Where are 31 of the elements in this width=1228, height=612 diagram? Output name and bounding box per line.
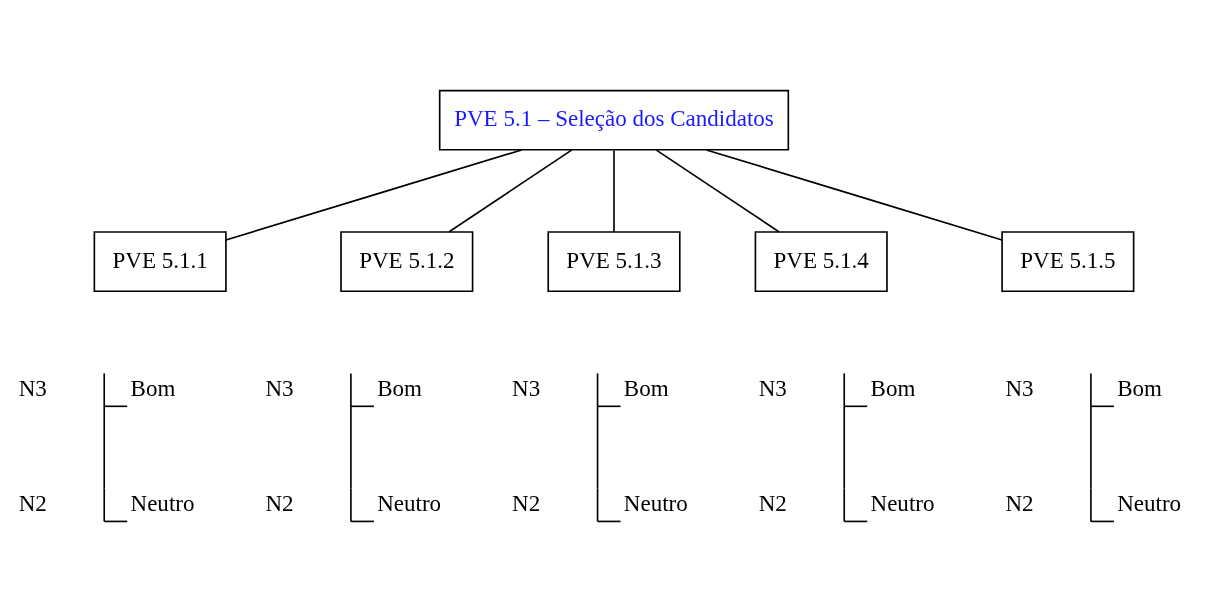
label: N3 [1005,374,1034,401]
label: Neutro [1117,490,1182,517]
label: Neutro [377,490,442,517]
connector [613,149,615,233]
label: Bom [1117,374,1162,401]
node-box: PVE 5.1.1 [93,231,227,292]
connector [705,149,1003,241]
label: N3 [265,374,294,401]
node-box: PVE 5.1.2 [340,231,474,292]
node-box: PVE 5.1 – Seleção dos Candidatos [438,89,790,151]
label: N3 [512,374,541,401]
node-box: PVE 5.1.4 [754,231,888,292]
label: N2 [512,490,541,517]
label: N2 [265,490,294,517]
connector [655,149,780,233]
node-box: PVE 5.1.3 [547,231,681,292]
label: Neutro [130,490,195,517]
label: Neutro [870,490,935,517]
label: Bom [377,374,422,401]
node-box: PVE 5.1.5 [1001,231,1135,292]
label: N3 [18,374,47,401]
label: Neutro [623,490,688,517]
label: N3 [758,374,787,401]
label: Bom [623,374,669,401]
label: N2 [1005,490,1034,517]
label: N2 [18,490,47,517]
connector [448,149,573,233]
label: Bom [870,374,916,401]
label: N2 [758,490,787,517]
connector [225,149,523,241]
label: Bom [130,374,176,401]
